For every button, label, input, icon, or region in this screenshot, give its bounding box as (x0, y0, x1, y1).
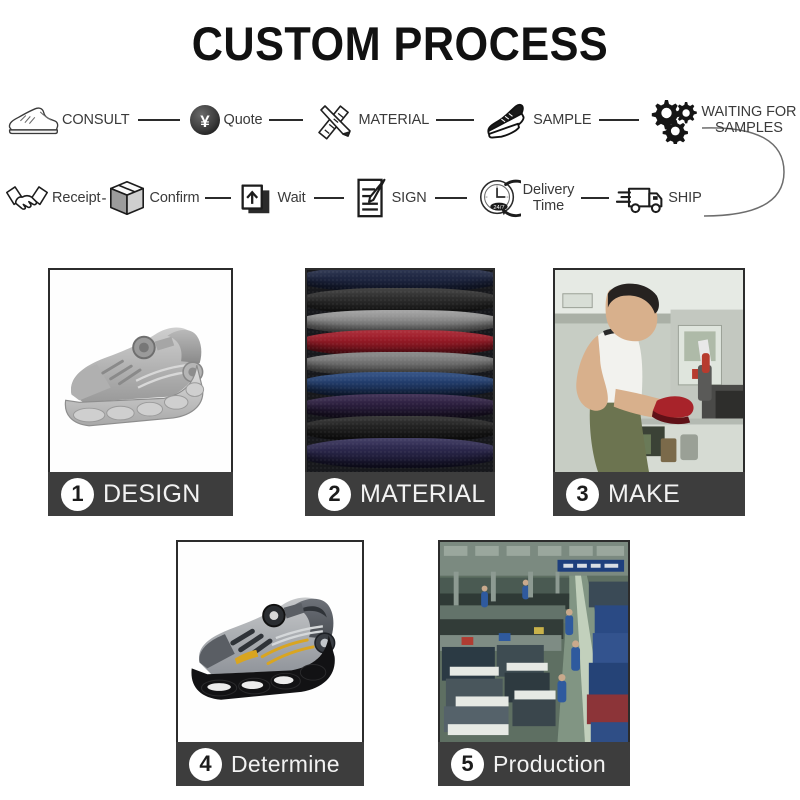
card-make[interactable]: 3 MAKE (553, 268, 745, 516)
flow-node-material[interactable]: MATERIAL (309, 96, 430, 144)
card-make-bar: 3 MAKE (553, 472, 745, 516)
flow-label-sample: SAMPLE (533, 111, 592, 128)
card-design-image (48, 268, 233, 472)
flow-label-sign: SIGN (391, 189, 427, 206)
upload-icon (236, 178, 276, 218)
card-production-bar: 5 Production (438, 742, 630, 786)
card-production[interactable]: 5 Production (438, 540, 630, 786)
card-determine-number: 4 (189, 747, 222, 781)
card-material-label: MATERIAL (360, 479, 486, 508)
flow-connector-8 (581, 197, 610, 199)
flow-node-receipt[interactable]: Receipt (4, 179, 101, 217)
flow-connector-7 (434, 197, 467, 199)
card-determine-bar: 4 Determine (176, 742, 364, 786)
flow-label-receipt: Receipt (52, 189, 101, 206)
flow-connector-3 (436, 119, 475, 121)
card-make-image (553, 268, 745, 472)
card-material-number: 2 (318, 477, 351, 511)
card-make-number: 3 (566, 477, 599, 511)
flow-label-ship: SHIP (668, 189, 702, 206)
delivery-line-2: Time (532, 198, 565, 214)
card-production-label: Production (493, 750, 606, 777)
sneaker-icon (6, 103, 60, 137)
flow-label-delivery-time: Delivery Time (523, 182, 575, 214)
waiting-line-2: SAMPLES (715, 120, 783, 136)
flow-label-consult: CONSULT (62, 111, 130, 128)
flow-connector-5 (204, 197, 231, 199)
flow-node-wait[interactable]: Wait (236, 178, 306, 218)
flow-node-sign[interactable]: SIGN (352, 176, 427, 220)
flow-label-quote: Quote (223, 111, 263, 128)
card-determine[interactable]: 4 Determine (176, 540, 364, 786)
flow-connector-1 (137, 119, 180, 121)
card-make-label: MAKE (608, 479, 681, 508)
flow-connector-4 (599, 119, 640, 121)
card-material[interactable]: 2 MATERIAL (305, 268, 495, 516)
card-production-image (438, 540, 630, 742)
flow-connector-2 (268, 119, 303, 121)
flow-label-wait: Wait (277, 189, 306, 206)
flow-node-consult[interactable]: CONSULT (6, 103, 130, 137)
flow-node-confirm[interactable]: Confirm (107, 178, 200, 218)
card-design-number: 1 (61, 477, 94, 511)
flow-node-sample[interactable]: SAMPLE (481, 100, 591, 140)
flow-row-1: CONSULT ¥ (6, 92, 797, 148)
card-material-image (305, 268, 495, 472)
flow-node-waiting-for-samples[interactable]: WAITING FOR SAMPLES (647, 96, 797, 144)
truck-icon (616, 180, 666, 216)
waiting-line-1: WAITING FOR (701, 103, 797, 120)
flow-node-ship[interactable]: SHIP (616, 180, 702, 216)
flow-label-material: MATERIAL (358, 111, 430, 128)
svg-text:24/7: 24/7 (493, 205, 504, 211)
yen-coin-icon: ¥ (188, 103, 222, 137)
process-flow-diagram: CONSULT ¥ (0, 92, 800, 252)
ruler-pencil-icon (309, 96, 357, 144)
flow-label-waiting-for-samples: WAITING FOR SAMPLES (701, 104, 796, 136)
flow-connector-6 (313, 197, 344, 199)
flow-node-delivery-time[interactable]: 24/7 Delivery Time (475, 175, 575, 221)
card-determine-label: Determine (231, 750, 340, 777)
handshake-icon (4, 179, 50, 217)
flow-dash-1: - (101, 189, 107, 207)
gears-icon (647, 96, 699, 144)
sign-document-icon (352, 176, 390, 220)
card-production-number: 5 (451, 747, 484, 781)
page-title: CUSTOM PROCESS (191, 17, 609, 70)
card-material-bar: 2 MATERIAL (305, 472, 495, 516)
flow-label-confirm: Confirm (149, 189, 200, 206)
svg-text:¥: ¥ (200, 112, 210, 131)
shoe-sample-icon (481, 100, 531, 140)
box-icon (107, 178, 147, 218)
card-design-bar: 1 DESIGN (48, 472, 233, 516)
card-design-label: DESIGN (103, 479, 201, 508)
clock-247-icon: 24/7 (475, 175, 521, 221)
card-determine-image (176, 540, 364, 742)
flow-node-quote[interactable]: ¥ Quote (188, 103, 263, 137)
card-design[interactable]: 1 DESIGN (48, 268, 233, 516)
flow-row-2: Receipt - Confirm (4, 170, 702, 226)
delivery-line-1: Delivery (522, 181, 575, 198)
